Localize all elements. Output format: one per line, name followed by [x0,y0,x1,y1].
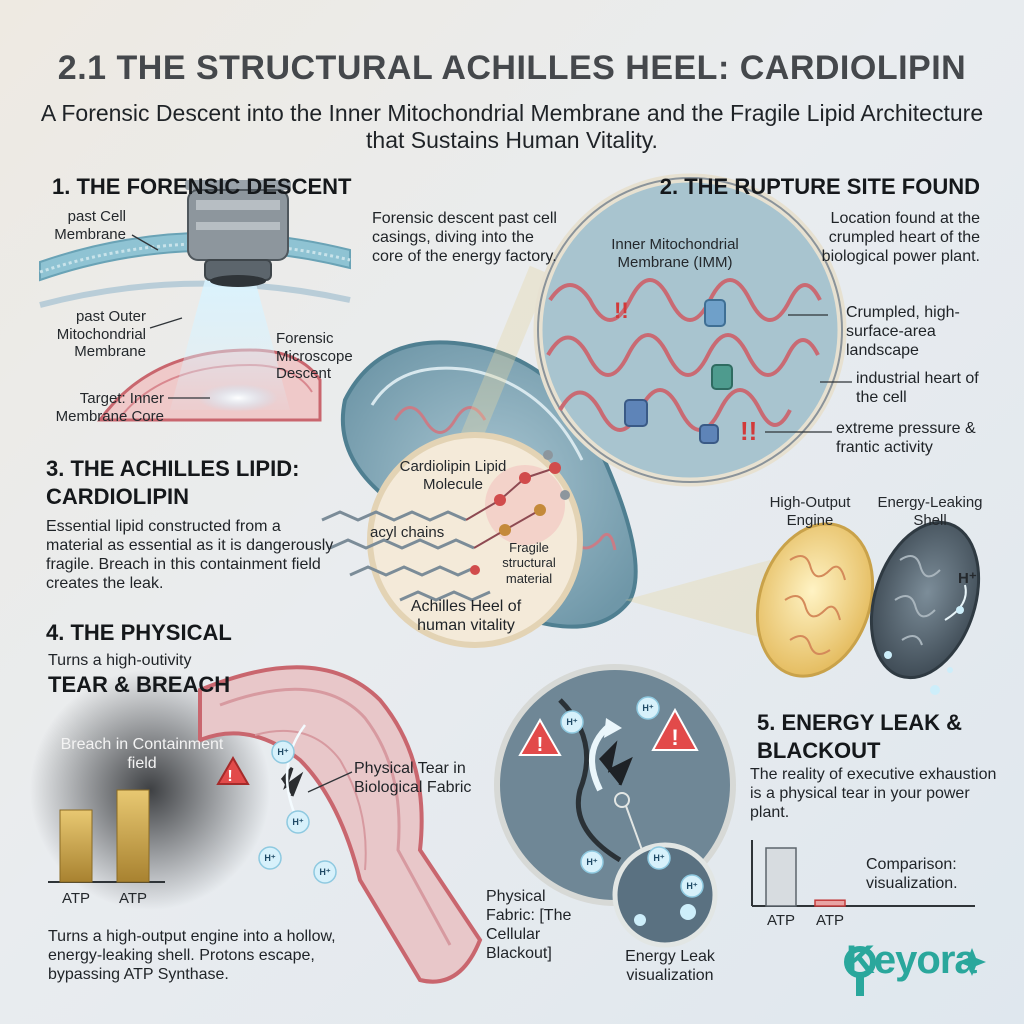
section5-body: The reality of executive exhaustion is a… [750,766,997,821]
right-atp-chart [751,840,975,907]
section1-heading: 1. THE FORENSIC DESCENT [52,174,352,199]
brand-logo: Keyora [846,938,977,982]
svg-text:!: ! [227,768,232,785]
section3-body: Essential lipid constructed from a mater… [46,518,334,592]
label-cell-membrane: past Cell Membrane [54,208,126,243]
section5-heading-line1: 5. ENERGY LEAK & [757,710,962,735]
warning-icon: ! [651,707,699,751]
section4-subline: Turns a high-outivity [48,652,192,669]
label-physical-fabric: Physical Fabric: [The Cellular Blackout] [486,888,572,962]
proton-bubble: H⁺ [271,740,295,764]
svg-text:H⁺: H⁺ [319,867,330,877]
cardiolipin-molecule-lens [321,432,583,648]
section4-body: Turns a high-output engine into a hollow… [48,928,336,983]
label-comparison: Comparison: visualization. [866,856,958,892]
energy-leaking-shell-icon [869,520,981,695]
page-subtitle: A Forensic Descent into the Inner Mitoch… [40,100,984,154]
label-fragile-material: Fragile structural material [502,540,556,586]
svg-text:H⁺: H⁺ [292,817,303,827]
left-atp-bar-1 [59,809,93,883]
label-cardiolipin-molecule: Cardiolipin Lipid Molecule [399,458,507,493]
left-atp-chart [48,789,165,883]
label-target-inner-membrane: Target: Inner Membrane Core [55,390,164,425]
proton-bubbles: H⁺ H⁺ H⁺ H⁺ H⁺ H⁺ H⁺ H⁺ H⁺ [258,696,704,898]
svg-text:H⁺: H⁺ [653,853,664,863]
label-extreme-pressure: extreme pressure & frantic activity [836,420,976,456]
svg-text:!: ! [671,725,678,750]
svg-text:H⁺: H⁺ [686,881,697,891]
label-energy-leak: Energy Leak visualization [625,948,715,984]
comparison-scene [625,520,981,695]
svg-text:H⁺: H⁺ [264,853,275,863]
svg-text:!: ! [537,734,544,756]
keyora-logo-icon [844,946,986,996]
section1-body: Forensic descent past cell casings, divi… [372,210,557,265]
right-bar-label-2: ATP [815,912,845,929]
atom-dots [470,450,570,575]
section2-body: Location found at the crumpled heart of … [821,210,980,265]
proton-bubble: H⁺ [560,710,584,734]
label-achilles-heel: Achilles Heel of human vitality [410,598,522,634]
high-output-engine-icon [755,522,875,678]
label-acyl-chains: acyl chains [370,524,445,541]
proton-bubble: H⁺ [680,874,704,898]
label-industrial-heart: industrial heart of the cell [856,370,979,406]
svg-text:!!: !! [740,416,757,446]
proton-bubble: H⁺ [258,846,282,870]
proton-bubble: H⁺ [647,846,671,870]
section1-leader-lines [131,234,210,399]
right-atp-bar-2 [814,899,846,907]
right-atp-bar-1 [765,847,797,907]
label-imm: Inner Mitochondrial Membrane (IMM) [611,236,739,271]
svg-text:!!: !! [614,298,629,323]
left-bar-label-2: ATP [118,890,148,907]
section5-heading-line2: BLACKOUT [757,738,881,763]
section4-heading-2: TEAR & BREACH [48,672,231,697]
label-crumpled-landscape: Crumpled, high-surface-area landscape [846,304,960,359]
proton-bubble: H⁺ [636,696,660,720]
left-bar-label-1: ATP [61,890,91,907]
proton-bubble: H⁺ [580,850,604,874]
label-energy-leaking-shell: Energy-Leaking Shell [877,494,983,529]
label-high-output-engine: High-Output Engine [769,494,851,529]
proton-bubble: H⁺ [313,860,337,884]
warning-icon: ! [518,717,562,756]
page-title: 2.1 THE STRUCTURAL ACHILLES HEEL: CARDIO… [57,49,967,87]
energy-leak-lens: ! ! [494,664,736,948]
section2-heading: 2. THE RUPTURE SITE FOUND [659,174,980,199]
proton-label: H⁺ [958,570,977,587]
label-outer-membrane: past Outer Mitochondrial Membrane [56,308,146,361]
svg-text:H⁺: H⁺ [642,703,653,713]
left-atp-bar-2 [116,789,150,883]
label-microscope-descent: Forensic Microscope Descent [276,330,353,383]
section4-heading: 4. THE PHYSICAL [46,620,232,645]
section3-heading-line1: 3. THE ACHILLES LIPID: [46,456,300,481]
svg-text:H⁺: H⁺ [277,747,288,757]
proton-bubble: H⁺ [286,810,310,834]
svg-text:H⁺: H⁺ [586,857,597,867]
section2-leader-lines [765,314,852,433]
imm-zoom-lens: !! !! [459,173,847,487]
svg-text:H⁺: H⁺ [566,717,577,727]
label-breach-containment: Breach in Containment field [60,736,224,772]
right-bar-label-1: ATP [766,912,796,929]
section3-heading-line2: CARDIOLIPIN [46,484,189,509]
microscope-icon [185,180,291,287]
label-physical-tear: Physical Tear in Biological Fabric [354,760,472,796]
